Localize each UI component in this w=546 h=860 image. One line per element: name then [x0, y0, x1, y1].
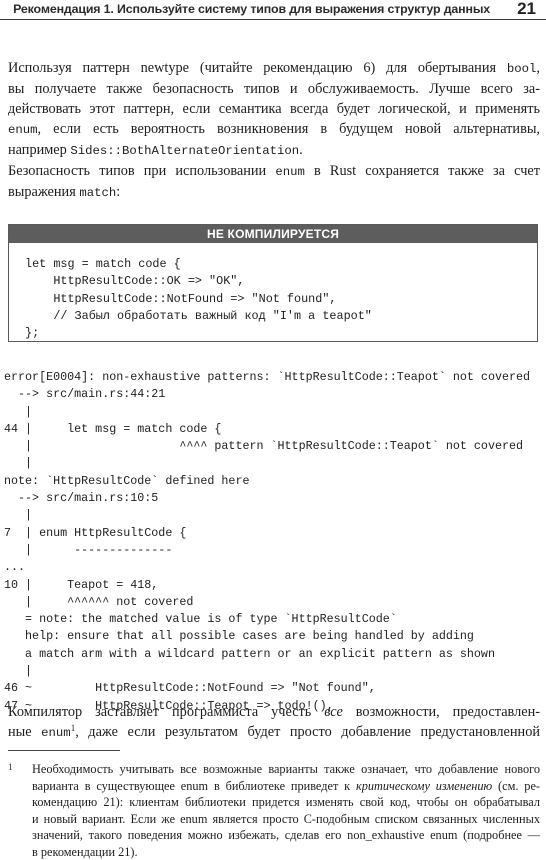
compiler-error-output: error[E0004]: non-exhaustive patterns: `…: [4, 369, 530, 715]
code-listing: НЕ КОМПИЛИРУЕТСЯ let msg = match code { …: [8, 224, 538, 342]
code-line: HttpResultCode::OK => "OK",: [25, 273, 372, 290]
listing-code: let msg = match code { HttpResultCode::O…: [25, 256, 372, 342]
footnote-divider: [8, 750, 120, 751]
error-line: --> src/main.rs:10:5: [4, 490, 530, 507]
error-line: note: `HttpResultCode` defined here: [4, 473, 530, 490]
error-line: |: [4, 404, 530, 421]
error-line: error[E0004]: non-exhaustive patterns: `…: [4, 369, 530, 386]
text-line: enum, если есть вероятность возникновени…: [8, 119, 540, 140]
header-title: Рекомендация 1. Используйте систему типо…: [13, 2, 490, 16]
text-line: действовать этот паттерн, если семантика…: [8, 99, 540, 119]
page-number: 21: [517, 0, 536, 19]
code-line: // Забыл обработать важный код "I'm a te…: [25, 308, 372, 325]
footnote-text: Необходимость учитывать все возможные ва…: [32, 761, 540, 860]
code-line: };: [25, 325, 372, 342]
footnote-line: комендацию 21): клиентам библиотеки прид…: [32, 794, 540, 811]
footnote-line: Необходимость учитывать все возможные ва…: [32, 761, 540, 778]
text-line: например Sides::BothAlternateOrientation…: [8, 140, 540, 161]
footnote-line: значений, такого поведения можно избежат…: [32, 827, 540, 844]
error-line: |: [4, 507, 530, 524]
error-line: |: [4, 663, 530, 680]
error-line: ...: [4, 559, 530, 576]
error-line: | --------------: [4, 542, 530, 559]
error-line: 7 | enum HttpResultCode {: [4, 525, 530, 542]
code-line: HttpResultCode::NotFound => "Not found",: [25, 291, 372, 308]
error-line: |: [4, 455, 530, 472]
error-line: 10 | Teapot = 418,: [4, 577, 530, 594]
running-header: Рекомендация 1. Используйте систему типо…: [0, 0, 546, 20]
error-line: a match arm with a wildcard pattern or a…: [4, 646, 530, 663]
code-line: let msg = match code {: [25, 256, 372, 273]
text-line: Безопасность типов при использовании enu…: [8, 161, 540, 182]
footnote-line: и новый вариант. Если же enum является п…: [32, 811, 540, 828]
text-line: Компилятор заставляет программиста учест…: [8, 702, 540, 722]
paragraph-match: Безопасность типов при использовании enu…: [8, 161, 540, 203]
text-line: выражения match:: [8, 182, 540, 203]
footnote-marker: 1: [8, 759, 13, 776]
error-line: | ^^^^ pattern `HttpResultCode::Teapot` …: [4, 438, 530, 455]
text-line: Используя паттерн newtype (читайте реком…: [8, 58, 540, 79]
text-line: вы получаете также безопасность типов и …: [8, 79, 540, 99]
footnote-line: варианта в существующее enum в библиотек…: [32, 778, 540, 795]
error-line: --> src/main.rs:44:21: [4, 386, 530, 403]
error-line: 46 ~ HttpResultCode::NotFound => "Not fo…: [4, 680, 530, 697]
error-line: = note: the matched value is of type `Ht…: [4, 611, 530, 628]
footnote: 1 Необходимость учитывать все возможные …: [8, 761, 540, 860]
error-line: 44 | let msg = match code {: [4, 421, 530, 438]
error-line: | ^^^^^^ not covered: [4, 594, 530, 611]
text-line: ные enum1, даже если результатом будет п…: [8, 722, 540, 743]
error-line: help: ensure that all possible cases are…: [4, 628, 530, 645]
does-not-compile-banner: НЕ КОМПИЛИРУЕТСЯ: [9, 225, 537, 243]
paragraph-compiler: Компилятор заставляет программиста учест…: [8, 702, 540, 743]
paragraph-newtype: Используя паттерн newtype (читайте реком…: [8, 58, 540, 161]
